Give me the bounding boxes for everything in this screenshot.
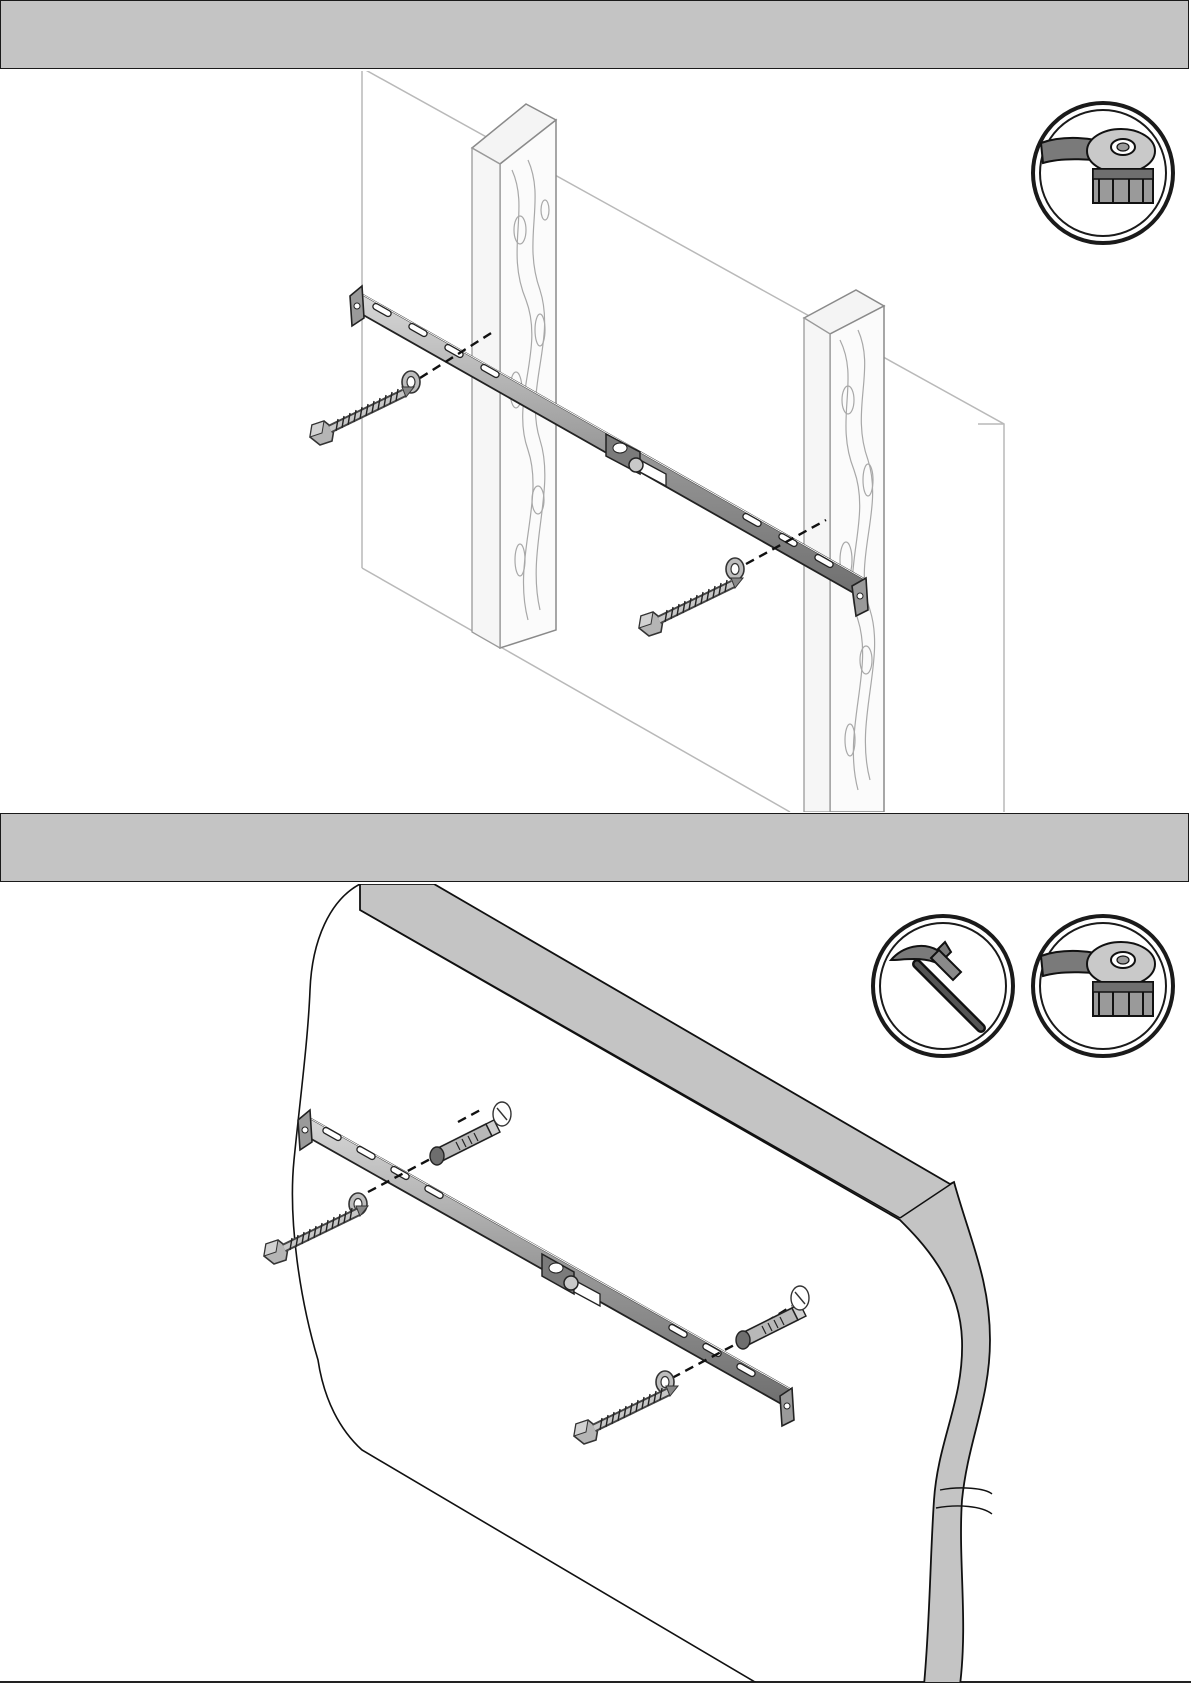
concrete-anchor	[736, 1304, 806, 1349]
concrete-anchor	[430, 1120, 500, 1165]
wall-bracket	[350, 286, 868, 616]
lag-bolt	[574, 1386, 678, 1444]
alignment-dashes	[368, 1108, 792, 1378]
wood-stud-scene	[310, 68, 1004, 812]
lag-bolt	[639, 578, 743, 636]
drywall-panel	[362, 68, 1004, 812]
hammer-icon	[873, 916, 1013, 1056]
socket-wrench-icon	[1033, 916, 1173, 1056]
washer	[726, 558, 744, 580]
socket-wrench-icon	[1033, 103, 1173, 243]
lag-bolt	[264, 1206, 368, 1264]
wall-bracket	[298, 1110, 794, 1426]
